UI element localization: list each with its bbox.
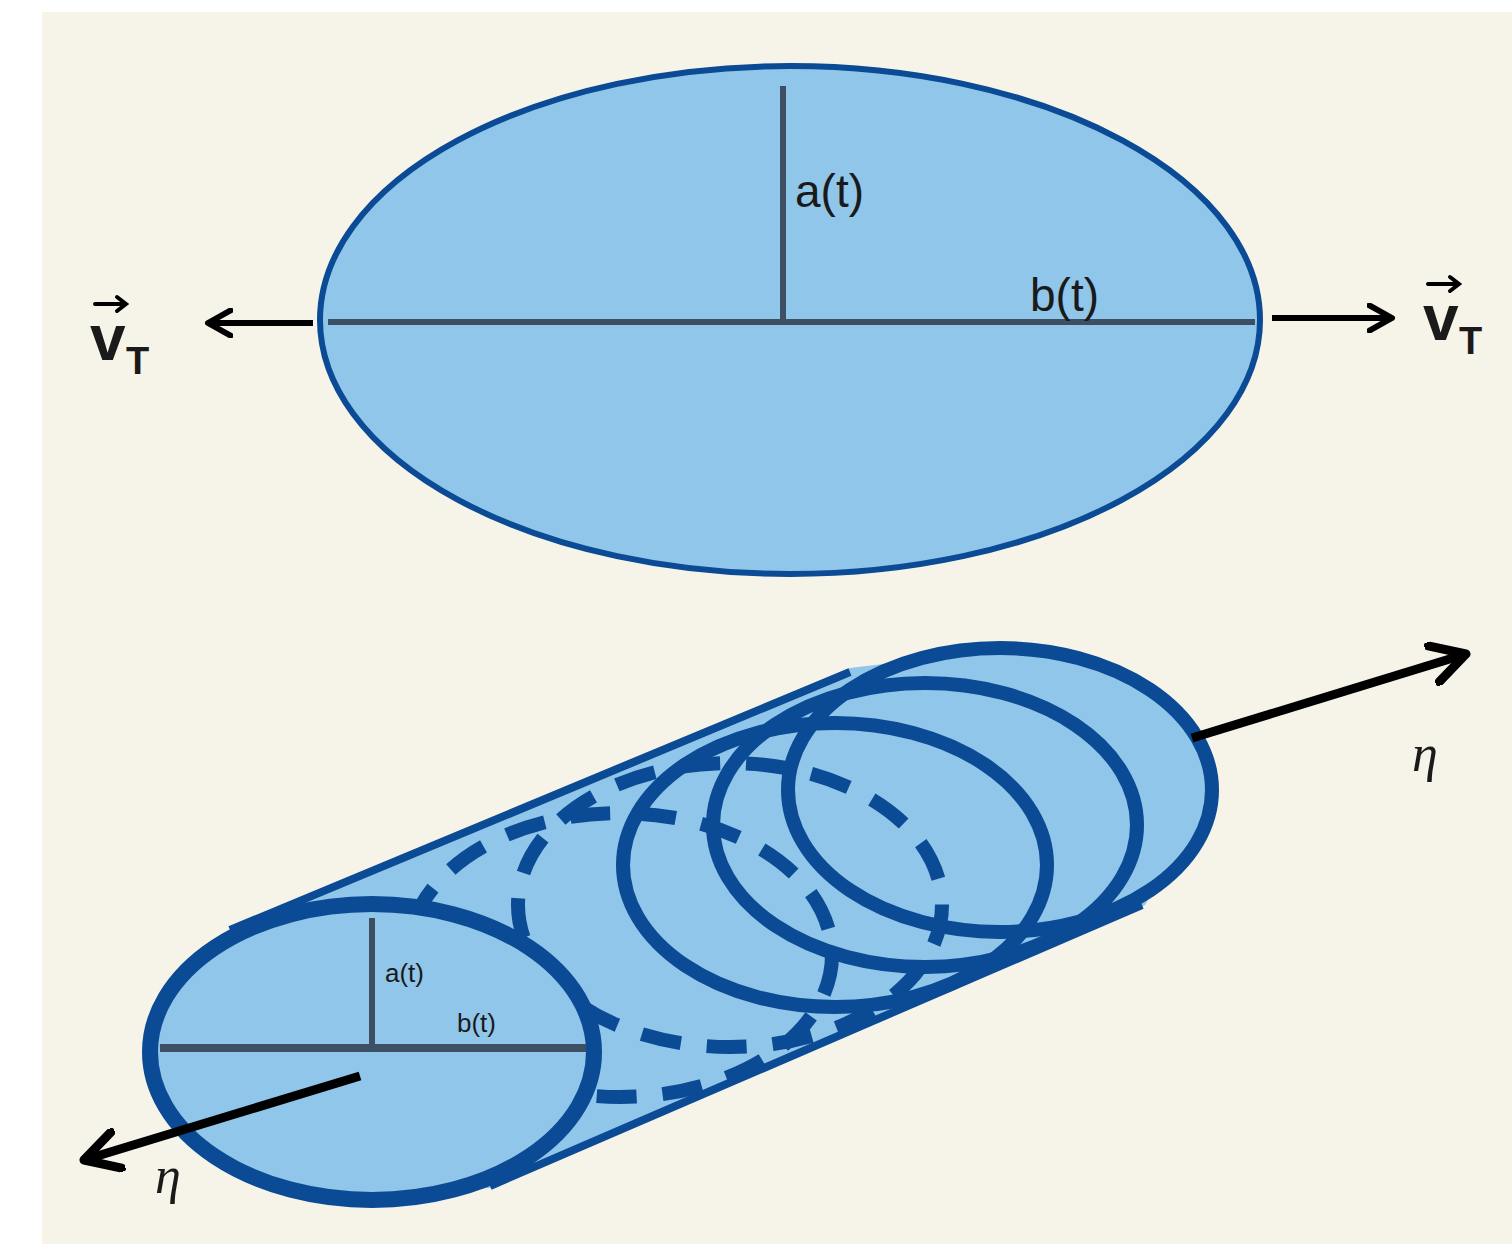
- eta-arrow: [84, 1076, 360, 1160]
- velocity-arrow: [1272, 315, 1392, 321]
- axis-b: [328, 319, 1255, 325]
- axis-a: [780, 86, 786, 322]
- background-panel: [42, 12, 1512, 1244]
- dimension-label: a(t): [385, 960, 424, 986]
- eta-label: η: [155, 1150, 181, 1202]
- dimension-label: b(t): [1030, 272, 1099, 318]
- velocity-subscript: T: [126, 342, 149, 380]
- velocity-label: v: [90, 306, 126, 370]
- ellipse-front-face: [150, 904, 594, 1200]
- velocity-subscript: T: [1459, 322, 1482, 360]
- axis-a: [369, 918, 375, 1048]
- axis-b: [160, 1044, 586, 1052]
- velocity-label: v: [1423, 286, 1459, 350]
- eta-label: η: [1412, 728, 1438, 780]
- dimension-label: a(t): [795, 168, 864, 214]
- dimension-label: b(t): [457, 1010, 496, 1036]
- ellipse-cross-section: [320, 66, 1260, 574]
- eta-arrow: [1192, 654, 1466, 738]
- velocity-arrow: [208, 320, 313, 326]
- cylinder-edge: [230, 672, 850, 930]
